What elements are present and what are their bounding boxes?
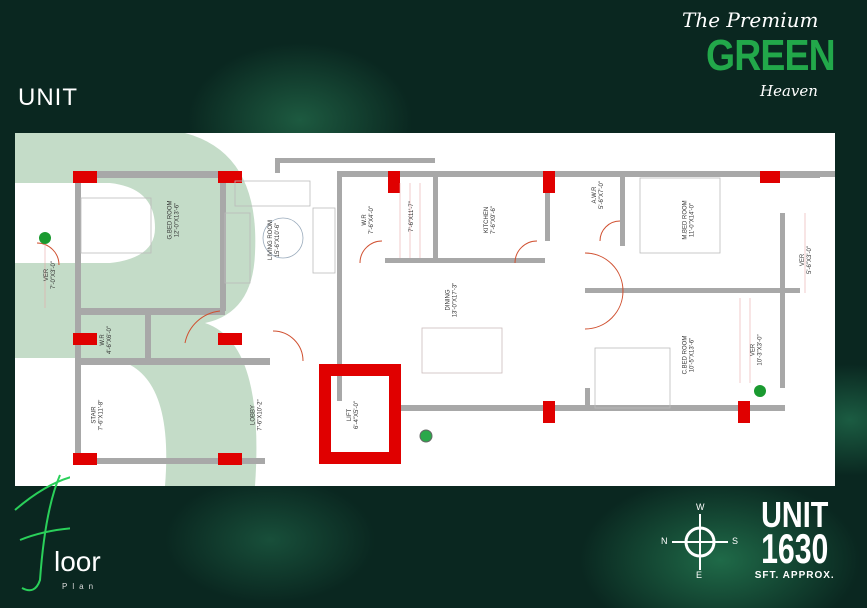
lift-shaft [319, 364, 401, 464]
unit-area-badge: UNIT 1630 SFT. APPROX. [748, 494, 841, 582]
plant-icon [39, 232, 51, 244]
room-label-stair2: 7'-6"X11'-7" [408, 201, 415, 232]
compass-e: E [696, 570, 703, 580]
walls [75, 158, 835, 464]
compass-small-icon [419, 429, 433, 443]
plant-icon [754, 385, 766, 397]
compass-n: N [661, 536, 668, 546]
logo-line1: The Premium [682, 8, 819, 32]
floor-word: loor [54, 546, 101, 577]
script-f-icon [14, 474, 70, 592]
brand-logo: The Premium GREEN Heaven [680, 8, 840, 108]
compass-icon: N S W E [660, 500, 740, 580]
compass-w: W [696, 502, 705, 512]
floor-sub: Plan [62, 582, 99, 591]
compass-s: S [732, 536, 739, 546]
page-title: UNIT [18, 84, 78, 111]
unit-area: 1630 [761, 524, 829, 572]
furniture [80, 177, 721, 409]
logo-line2: GREEN [706, 31, 836, 80]
columns [73, 171, 780, 465]
unit-sub: SFT. APPROX. [754, 570, 835, 582]
stair-hatching [44, 183, 806, 383]
floor-plan-drawing [15, 133, 835, 486]
logo-line3: Heaven [760, 82, 818, 100]
floor-plan-badge: loor Plan [10, 470, 130, 606]
unit-label: UNIT [761, 494, 829, 535]
doors [36, 220, 624, 362]
